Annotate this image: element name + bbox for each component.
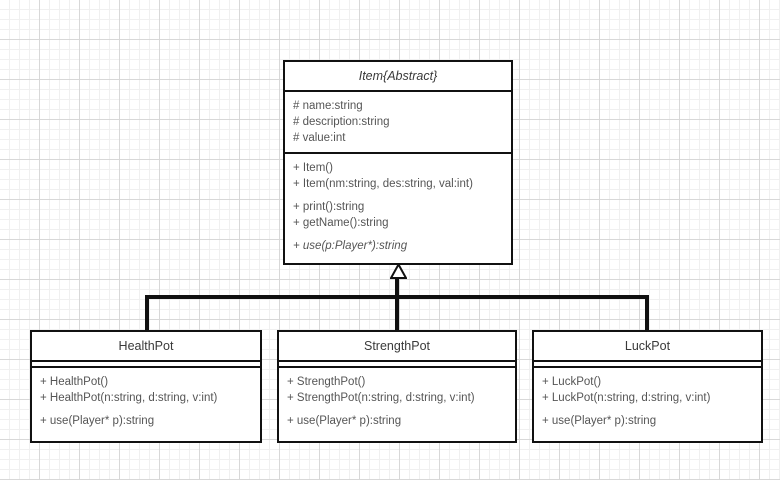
operation-row: + use(Player* p):string: [287, 415, 402, 427]
class-title-health-pot: HealthPot: [32, 332, 260, 362]
operation-row-abstract: + use(p:Player*):string: [293, 240, 408, 252]
operation-row: + HealthPot(n:string, d:string, v:int): [40, 392, 218, 404]
operation-group-separator: [293, 231, 503, 238]
operation-row: + HealthPot(): [40, 376, 109, 388]
class-box-health-pot[interactable]: HealthPot + HealthPot() + HealthPot(n:st…: [30, 330, 262, 443]
inheritance-drop-luck-pot: [645, 295, 649, 331]
operation-group-separator: [40, 406, 252, 413]
class-attributes-luck-pot: [534, 362, 761, 368]
class-box-item[interactable]: Item{Abstract} # name:string # descripti…: [283, 60, 513, 265]
class-title-strength-pot: StrengthPot: [279, 332, 515, 362]
class-attributes-health-pot: [32, 362, 260, 368]
operation-row: + use(Player* p):string: [40, 415, 155, 427]
inheritance-drop-health-pot: [145, 295, 149, 331]
attribute-row: # name:string: [293, 100, 363, 112]
operation-row: + print():string: [293, 201, 365, 213]
class-box-luck-pot[interactable]: LuckPot + LuckPot() + LuckPot(n:string, …: [532, 330, 763, 443]
class-box-strength-pot[interactable]: StrengthPot + StrengthPot() + StrengthPo…: [277, 330, 517, 443]
attribute-row: # value:int: [293, 132, 346, 144]
operation-row: + Item(nm:string, des:string, val:int): [293, 178, 473, 190]
operation-row: + LuckPot(): [542, 376, 602, 388]
class-attributes-strength-pot: [279, 362, 515, 368]
operation-group-separator: [287, 406, 507, 413]
class-operations-health-pot: + HealthPot() + HealthPot(n:string, d:st…: [32, 368, 260, 441]
class-title-luck-pot: LuckPot: [534, 332, 761, 362]
operation-row: + StrengthPot(n:string, d:string, v:int): [287, 392, 475, 404]
operation-row: + StrengthPot(): [287, 376, 366, 388]
class-attributes-item: # name:string # description:string # val…: [285, 92, 511, 154]
operation-row: + Item(): [293, 162, 333, 174]
class-title-item: Item{Abstract}: [285, 62, 511, 92]
class-operations-strength-pot: + StrengthPot() + StrengthPot(n:string, …: [279, 368, 515, 441]
inheritance-stem-center: [395, 278, 399, 299]
operation-group-separator: [542, 406, 753, 413]
operation-row: + use(Player* p):string: [542, 415, 657, 427]
inheritance-drop-strength-pot: [395, 295, 399, 331]
class-operations-item: + Item() + Item(nm:string, des:string, v…: [285, 154, 511, 263]
operation-row: + LuckPot(n:string, d:string, v:int): [542, 392, 711, 404]
operation-group-separator: [293, 192, 503, 199]
operation-row: + getName():string: [293, 217, 389, 229]
class-operations-luck-pot: + LuckPot() + LuckPot(n:string, d:string…: [534, 368, 761, 441]
attribute-row: # description:string: [293, 116, 390, 128]
